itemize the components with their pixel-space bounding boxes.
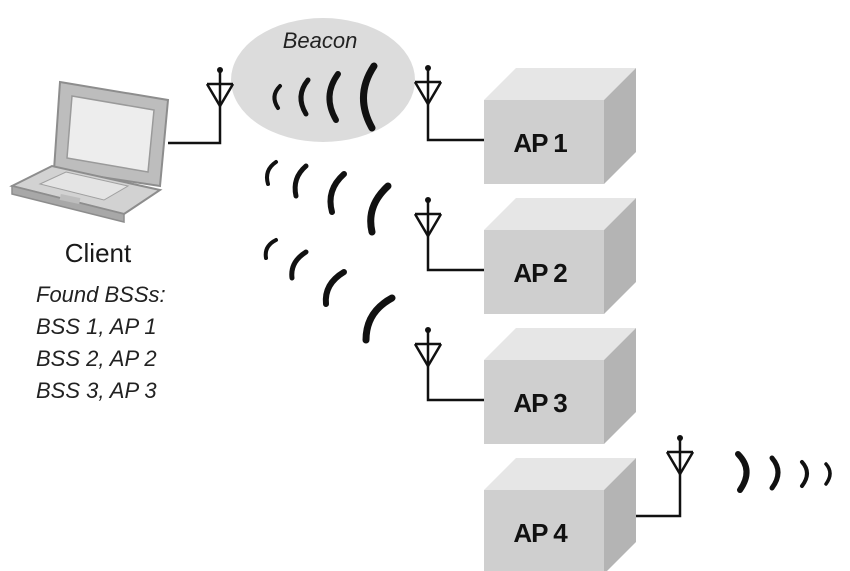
ap-box-front (484, 230, 604, 314)
ap-box-top (484, 328, 636, 360)
ap4-waves (735, 451, 832, 493)
beacon-bubble (231, 18, 415, 142)
found-bss-title: Found BSSs: (36, 282, 166, 307)
access-point-2: AP 2 (413, 195, 636, 314)
ap-antenna-cable (426, 240, 484, 272)
ap-antenna-cable (426, 370, 484, 402)
beacon-label: Beacon (283, 28, 358, 53)
client-antenna-icon (205, 65, 235, 112)
client-antenna-cable (168, 110, 222, 145)
ap-box-side (604, 458, 636, 571)
laptop-icon (9, 80, 170, 223)
antenna-icon (665, 433, 695, 480)
ap-box-front (484, 100, 604, 184)
ap-box-side (604, 328, 636, 444)
access-point-1: AP 1 (413, 63, 636, 184)
ap-box-front (484, 360, 604, 444)
ap-antenna-cable (426, 108, 484, 142)
ap-box-front (484, 490, 604, 571)
antenna-icon (413, 195, 443, 242)
ap-box-side (604, 68, 636, 184)
ap3-waves (263, 238, 396, 344)
ap-label: AP 2 (513, 258, 567, 288)
ap-box-top (484, 458, 636, 490)
ap-box-top (484, 198, 636, 230)
ap-label: AP 1 (513, 128, 567, 158)
ap-label: AP 4 (513, 518, 568, 548)
ap2-waves (265, 160, 392, 236)
ap-box-top (484, 68, 636, 100)
found-bss-item-3: BSS 3, AP 3 (36, 378, 157, 403)
antenna-icon (413, 63, 443, 110)
ap-box-side (604, 198, 636, 314)
found-bss-item-1: BSS 1, AP 1 (36, 314, 157, 339)
beacon-waves (272, 62, 378, 132)
antenna-icon (413, 325, 443, 372)
access-point-3: AP 3 (413, 325, 636, 444)
ap-label: AP 3 (513, 388, 567, 418)
client-label: Client (65, 238, 132, 268)
access-point-4: AP 4 (484, 433, 695, 571)
found-bss-item-2: BSS 2, AP 2 (36, 346, 157, 371)
